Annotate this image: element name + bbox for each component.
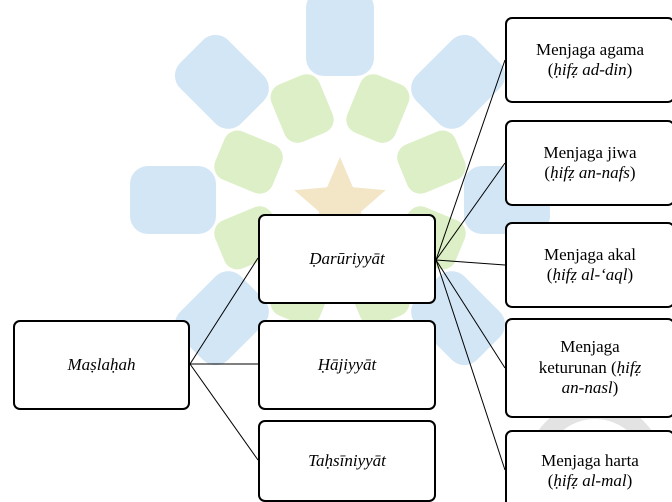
watermark-blue-petal — [174, 271, 269, 366]
connector-root-tahsiniyyat — [189, 363, 259, 461]
node-menjaga-jiwa: Menjaga jiwa (ḥifẓ an-nafs) — [505, 120, 672, 206]
node-menjaga-akal: Menjaga akal (ḥifẓ al-‘aql) — [505, 222, 672, 308]
node-hajiyyat-label: Ḥājiyyāt — [317, 354, 377, 374]
connector-root-daruriyyat — [189, 257, 259, 365]
node-menjaga-harta: Menjaga harta (ḥifẓ al-mal) — [505, 430, 672, 502]
node-tahsiniyyat: Taḥsīniyyāt — [258, 420, 436, 502]
connector-daruriyyat-nasl — [435, 259, 506, 369]
watermark-green-petal — [270, 74, 334, 143]
node-menjaga-agama-term: ḥifẓ ad-din — [553, 60, 627, 79]
node-menjaga-keturunan-term-part2: an-nasl — [561, 378, 613, 398]
node-maslahah: Maṣlaḥah — [13, 320, 190, 410]
node-daruriyyat-label: Ḍarūriyyāt — [309, 248, 385, 268]
connector-daruriyyat-mal — [435, 259, 506, 471]
connector-daruriyyat-din — [435, 59, 506, 261]
watermark-blue-petal — [411, 34, 506, 129]
node-menjaga-harta-label: Menjaga harta — [541, 450, 639, 470]
node-daruriyyat: Ḍarūriyyāt — [258, 214, 436, 304]
node-menjaga-akal-term: ḥifẓ al-‘aql — [552, 265, 628, 284]
node-menjaga-keturunan-label-line2: keturunan ( — [538, 357, 617, 377]
watermark-green-petal — [214, 130, 283, 194]
connector-daruriyyat-aql — [435, 259, 506, 266]
watermark-green-petal — [397, 130, 466, 194]
node-menjaga-akal-label: Menjaga akal — [543, 244, 637, 264]
node-menjaga-keturunan: Menjaga keturunan (ḥifẓ an-nasl) — [505, 318, 672, 418]
connector-daruriyyat-nafs — [435, 162, 506, 261]
node-menjaga-agama-label: Menjaga agama — [535, 39, 645, 59]
node-menjaga-jiwa-label: Menjaga jiwa — [543, 142, 637, 162]
node-menjaga-keturunan-term-part1: ḥifẓ — [616, 357, 642, 377]
watermark-blue-petal — [306, 0, 374, 76]
node-hajiyyat: Ḥājiyyāt — [258, 320, 436, 410]
node-tahsiniyyat-label: Taḥsīniyyāt — [308, 450, 386, 470]
watermark-green-petal — [346, 74, 410, 143]
node-menjaga-agama: Menjaga agama (ḥifẓ ad-din) — [505, 17, 672, 103]
node-maslahah-label: Maṣlaḥah — [67, 354, 136, 374]
node-menjaga-jiwa-term: ḥifẓ an-nafs — [550, 163, 630, 182]
watermark-blue-petal — [174, 34, 269, 129]
watermark-blue-petal — [130, 166, 216, 234]
node-menjaga-keturunan-label-line1: Menjaga — [560, 337, 620, 357]
node-menjaga-harta-term: ḥifẓ al-mal — [553, 471, 627, 490]
